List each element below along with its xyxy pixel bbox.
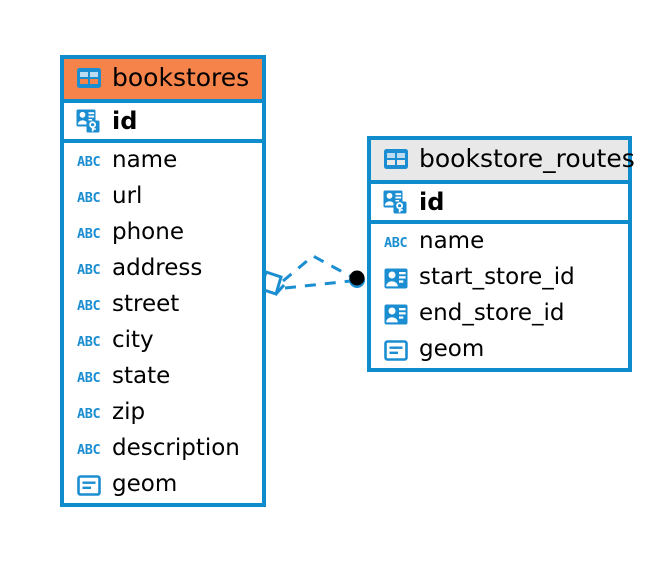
- attribute-row[interactable]: ABC phone: [64, 215, 262, 251]
- attribute-row[interactable]: ABC description: [64, 431, 262, 467]
- attribute-row-id[interactable]: id: [64, 103, 262, 139]
- attribute-row[interactable]: ABC name: [371, 224, 628, 260]
- geometry-icon: [75, 471, 103, 499]
- attribute-row[interactable]: start_store_id: [371, 260, 628, 296]
- svg-text:ABC: ABC: [77, 334, 100, 348]
- attribute-label: id: [112, 106, 138, 135]
- text-abc-icon: ABC: [75, 219, 103, 247]
- primary-key-icon: [75, 107, 103, 135]
- text-abc-icon: ABC: [75, 327, 103, 355]
- entity-header-bookstore-routes[interactable]: bookstore_routes: [371, 140, 635, 180]
- svg-text:ABC: ABC: [77, 406, 100, 420]
- attribute-row[interactable]: ABC street: [64, 287, 262, 323]
- attribute-label: end_store_id: [419, 300, 565, 327]
- primary-key-section: id: [371, 180, 628, 224]
- relationship-line-arc[interactable]: [282, 254, 353, 283]
- foreign-key-icon: [382, 300, 410, 328]
- circle-endpoint[interactable]: [349, 270, 365, 289]
- attribute-row[interactable]: ABC url: [64, 179, 262, 215]
- attribute-label: id: [419, 187, 445, 216]
- svg-text:ABC: ABC: [77, 298, 100, 312]
- attribute-label: street: [112, 291, 180, 318]
- attribute-row-id[interactable]: id: [371, 184, 628, 220]
- attribute-label: name: [419, 228, 485, 255]
- svg-text:ABC: ABC: [384, 235, 407, 249]
- text-abc-icon: ABC: [75, 435, 103, 463]
- svg-text:ABC: ABC: [77, 262, 100, 276]
- attribute-label: start_store_id: [419, 264, 575, 291]
- attribute-row[interactable]: end_store_id: [371, 296, 628, 332]
- attribute-label: city: [112, 327, 154, 354]
- entity-header-bookstores[interactable]: bookstores: [64, 59, 262, 99]
- attribute-label: address: [112, 255, 203, 282]
- attribute-label: name: [112, 147, 178, 174]
- attribute-row[interactable]: ABC city: [64, 323, 262, 359]
- text-abc-icon: ABC: [75, 183, 103, 211]
- relationship-line-straight[interactable]: [284, 279, 352, 290]
- attribute-label: url: [112, 183, 143, 210]
- geometry-icon: [382, 336, 410, 364]
- primary-key-icon: [382, 188, 410, 216]
- svg-text:ABC: ABC: [77, 154, 100, 168]
- attribute-row[interactable]: geom: [64, 467, 262, 503]
- attribute-row[interactable]: ABC state: [64, 359, 262, 395]
- text-abc-icon: ABC: [75, 255, 103, 283]
- attribute-label: geom: [419, 336, 485, 363]
- attribute-label: state: [112, 363, 171, 390]
- entity-table-bookstore-routes[interactable]: bookstore_routes: [367, 136, 635, 372]
- text-abc-icon: ABC: [75, 399, 103, 427]
- svg-text:ABC: ABC: [77, 370, 100, 384]
- attribute-row[interactable]: ABC name: [64, 143, 262, 179]
- text-abc-icon: ABC: [382, 228, 410, 256]
- attribute-label: phone: [112, 219, 184, 246]
- entity-title: bookstore_routes: [419, 143, 635, 173]
- svg-text:ABC: ABC: [77, 226, 100, 240]
- primary-key-section: id: [64, 99, 262, 143]
- attribute-label: zip: [112, 399, 146, 426]
- entity-title: bookstores: [112, 62, 250, 92]
- attribute-label: geom: [112, 471, 178, 498]
- attribute-label: description: [112, 435, 240, 462]
- text-abc-icon: ABC: [75, 147, 103, 175]
- foreign-key-icon: [382, 264, 410, 292]
- attribute-row[interactable]: ABC zip: [64, 395, 262, 431]
- table-icon: [382, 145, 410, 173]
- table-icon: [75, 64, 103, 92]
- attribute-row[interactable]: ABC address: [64, 251, 262, 287]
- svg-text:ABC: ABC: [77, 442, 100, 456]
- text-abc-icon: ABC: [75, 291, 103, 319]
- text-abc-icon: ABC: [75, 363, 103, 391]
- attribute-row[interactable]: geom: [371, 332, 628, 368]
- svg-text:ABC: ABC: [77, 190, 100, 204]
- entity-table-bookstores[interactable]: bookstores: [60, 55, 266, 507]
